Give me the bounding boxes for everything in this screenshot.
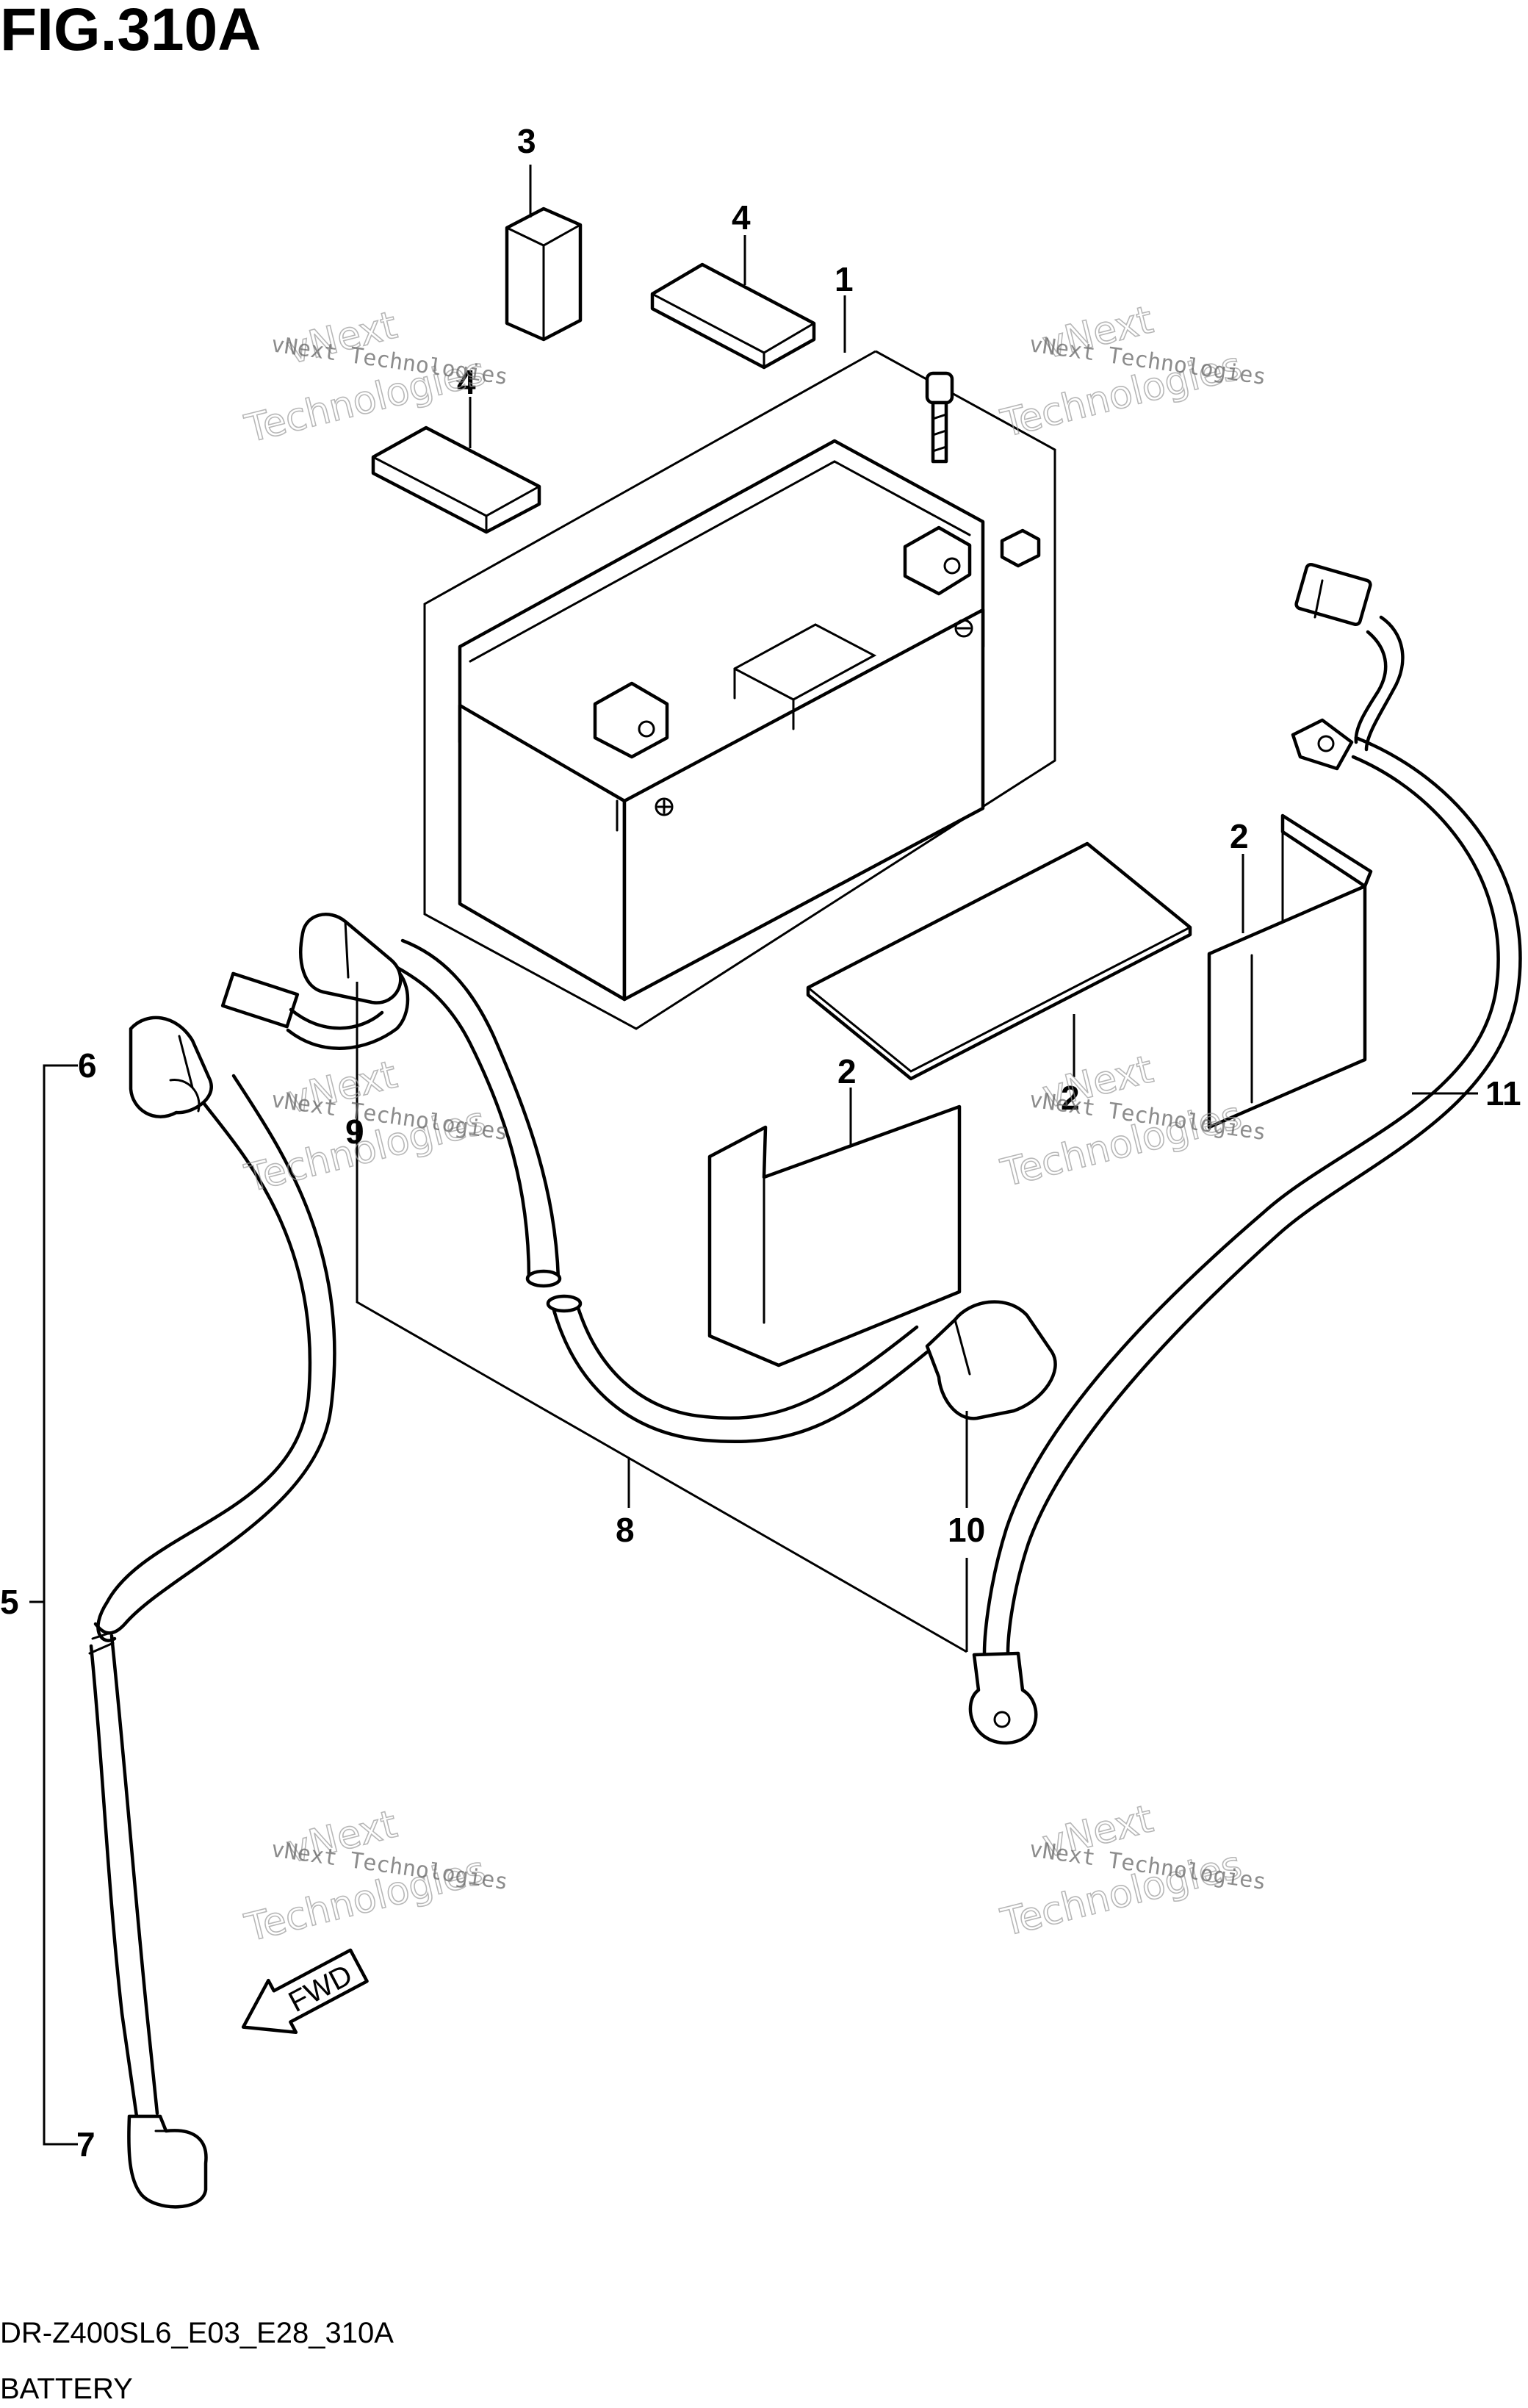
figure-title: FIG.310A [0, 0, 261, 63]
cable-11 [968, 562, 1522, 1745]
callout-1: 1 [835, 260, 854, 298]
terminal-boot-7 [127, 2114, 208, 2209]
terminal-nut [1000, 528, 1041, 568]
terminal-boot-6 [129, 1016, 213, 1118]
callout-2-right: 2 [1230, 817, 1249, 855]
part-4-pad-lower [371, 425, 541, 534]
positive-terminal [903, 525, 972, 596]
callout-10: 10 [948, 1511, 985, 1549]
terminal-clamp-11 [1291, 718, 1354, 771]
coupler-9 [220, 971, 300, 1029]
coupler-11 [1294, 562, 1372, 627]
negative-terminal [593, 681, 669, 759]
callout-2-sheet: 2 [1061, 1079, 1080, 1117]
battery-side [622, 608, 985, 1002]
leader-lines [29, 165, 1478, 2146]
battery-group-frame [423, 350, 1056, 1030]
ring-terminal-11 [968, 1651, 1038, 1745]
part-2-holder-center [707, 1104, 962, 1367]
callout-2-center: 2 [837, 1052, 857, 1090]
callout-4-lower: 4 [457, 363, 476, 401]
callout-3: 3 [517, 122, 536, 160]
callout-6: 6 [78, 1046, 97, 1085]
model-code: DR-Z400SL6_E03_E28_310A [0, 2317, 394, 2349]
part-3-block [505, 206, 583, 342]
terminal-bolt [925, 371, 954, 464]
callout-4-upper: 4 [732, 198, 751, 237]
callout-9: 9 [345, 1113, 364, 1151]
part-2-flat-sheet [806, 841, 1192, 1081]
terminal-boot-8 [299, 913, 403, 1004]
callout-7: 7 [76, 2125, 96, 2163]
callout-11: 11 [1485, 1074, 1521, 1113]
terminal-boot-10 [925, 1300, 1057, 1420]
battery-assembly [423, 350, 1056, 1030]
figure-caption: BATTERY [0, 2373, 133, 2405]
callout-5: 5 [0, 1583, 19, 1621]
cable-5 [88, 1016, 336, 2209]
cable-8 [220, 913, 1057, 1444]
callout-8: 8 [616, 1511, 635, 1549]
fwd-arrow-icon: FWD [241, 1948, 369, 2035]
part-2-holder-right [1207, 813, 1373, 1129]
part-4-pad-upper [650, 262, 816, 370]
